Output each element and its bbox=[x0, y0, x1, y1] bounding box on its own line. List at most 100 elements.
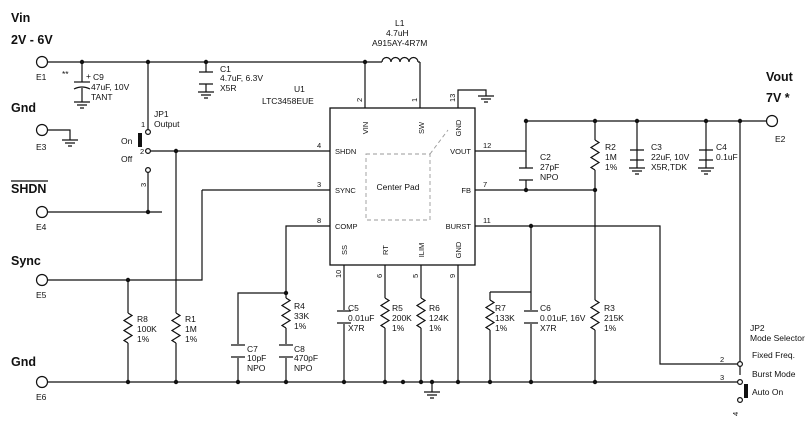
jp1-pin2: 2 bbox=[140, 147, 144, 156]
pin-sw-name: SW bbox=[417, 121, 426, 134]
pin-burst-num: 11 bbox=[483, 216, 491, 225]
pin-sync-num: 3 bbox=[317, 180, 321, 189]
pin-vin-name: VIN bbox=[361, 122, 370, 135]
c6-ref: C6 bbox=[540, 303, 551, 313]
pin-burst-name: BURST bbox=[446, 222, 472, 231]
ic-u1: Center Pad U1 LTC3458EUE VIN 2 SW 1 GND … bbox=[262, 84, 491, 278]
c8-line2: NPO bbox=[294, 363, 313, 373]
resistor-r2: R2 1M 1% bbox=[589, 139, 618, 172]
r8-line1: 100K bbox=[137, 324, 157, 334]
capacitor-c9: + ** C9 47uF, 10V TANT bbox=[62, 69, 130, 102]
c3-ref: C3 bbox=[651, 142, 662, 152]
terminal-e6[interactable]: Gnd E6 bbox=[11, 355, 49, 402]
r5-line2: 1% bbox=[392, 323, 405, 333]
c1-line1: 4.7uF, 6.3V bbox=[220, 73, 263, 83]
r1-ref: R1 bbox=[185, 314, 196, 324]
jp1-title: Output bbox=[154, 119, 180, 129]
sync-label: Sync bbox=[11, 254, 41, 268]
r3-line1: 215K bbox=[604, 313, 624, 323]
resistor-r5: R5 200K 1% bbox=[379, 297, 412, 333]
c8-line1: 470pF bbox=[294, 353, 318, 363]
e5-ref: E5 bbox=[36, 290, 47, 300]
terminal-e4[interactable]: SHDN E4 bbox=[11, 180, 49, 232]
ground-icon-c9 bbox=[74, 101, 90, 109]
r5-line1: 200K bbox=[392, 313, 412, 323]
resistor-r1: R1 1M 1% bbox=[170, 312, 198, 344]
wires bbox=[48, 61, 766, 392]
terminal-e2[interactable]: Vout 7V * E2 bbox=[765, 70, 794, 144]
c5-line2: X7R bbox=[348, 323, 365, 333]
jumper-jp1[interactable]: JP1 Output On Off 1 2 3 bbox=[121, 109, 180, 187]
jp1-on: On bbox=[121, 136, 133, 146]
jp1-pin3: 3 bbox=[139, 183, 148, 187]
c9-mark: ** bbox=[62, 69, 69, 79]
terminal-e1[interactable]: Vin 2V - 6V E1 bbox=[11, 11, 53, 82]
r2-ref: R2 bbox=[605, 142, 616, 152]
terminal-e3[interactable]: Gnd E3 bbox=[11, 101, 49, 152]
pin-ilim-num: 5 bbox=[411, 274, 420, 278]
pin-sw-num: 1 bbox=[410, 98, 419, 102]
pin-comp-name: COMP bbox=[335, 222, 358, 231]
jp2-opt1: Fixed Freq. bbox=[752, 350, 795, 360]
gnd-top-label: Gnd bbox=[11, 101, 36, 115]
jp2-pin2: 2 bbox=[720, 355, 724, 364]
c1-line2: X5R bbox=[220, 83, 237, 93]
capacitor-c2: C2 27pF NPO bbox=[519, 152, 559, 182]
center-pad bbox=[365, 153, 431, 221]
jp2-pin4: 4 bbox=[731, 412, 740, 416]
c3-line2: X5R,TDK bbox=[651, 162, 687, 172]
jp2-title: Mode Selector bbox=[750, 333, 805, 343]
c6-line1: 0.01uF, 16V bbox=[540, 313, 586, 323]
r6-line1: 124K bbox=[429, 313, 449, 323]
l1-value: 4.7uH bbox=[386, 28, 409, 38]
r8-line2: 1% bbox=[137, 334, 150, 344]
vout-value: 7V * bbox=[766, 91, 790, 105]
e6-ref: E6 bbox=[36, 392, 47, 402]
c7-line1: 10pF bbox=[247, 353, 266, 363]
r6-ref: R6 bbox=[429, 303, 440, 313]
c9-ref: C9 bbox=[93, 72, 104, 82]
pin-vout-num: 12 bbox=[483, 141, 491, 150]
c7-ref: C7 bbox=[247, 344, 258, 354]
r3-ref: R3 bbox=[604, 303, 615, 313]
pin-shdn-name: SHDN bbox=[335, 147, 356, 156]
pin-ss-name: SS bbox=[340, 245, 349, 255]
jp2-ref: JP2 bbox=[750, 323, 765, 333]
c2-line1: 27pF bbox=[540, 162, 559, 172]
c1-ref: C1 bbox=[220, 64, 231, 74]
pin-shdn-num: 4 bbox=[317, 141, 321, 150]
resistor-r8: R8 100K 1% bbox=[122, 312, 157, 344]
c4-line1: 0.1uF bbox=[716, 152, 738, 162]
capacitor-c1: C1 4.7uF, 6.3V X5R bbox=[199, 64, 263, 93]
pin-comp-num: 8 bbox=[317, 216, 321, 225]
c9-line2: TANT bbox=[91, 92, 113, 102]
c2-line2: NPO bbox=[540, 172, 559, 182]
c5-ref: C5 bbox=[348, 303, 359, 313]
capacitor-c5: C5 0.01uF X7R bbox=[337, 303, 374, 333]
r4-line2: 1% bbox=[294, 321, 307, 331]
resistor-r6: R6 124K 1% bbox=[415, 297, 449, 333]
jp2-opt2: Burst Mode bbox=[752, 369, 796, 379]
capacitor-c3: C3 22uF, 10V X5R,TDK bbox=[630, 142, 690, 172]
r1-line2: 1% bbox=[185, 334, 198, 344]
r4-line1: 33K bbox=[294, 311, 309, 321]
c9-line1: 47uF, 10V bbox=[91, 82, 130, 92]
jumper-jp2[interactable]: JP2 Mode Selector Fixed Freq. Burst Mode… bbox=[720, 323, 805, 416]
r8-ref: R8 bbox=[137, 314, 148, 324]
e3-ref: E3 bbox=[36, 142, 47, 152]
pin-vout-name: VOUT bbox=[450, 147, 471, 156]
capacitor-c7: C7 10pF NPO bbox=[231, 344, 266, 373]
pin-sync-name: SYNC bbox=[335, 186, 356, 195]
ic-ref: U1 bbox=[294, 84, 305, 94]
pin-gnd-bot-name: GND bbox=[454, 241, 463, 258]
resistor-r3: R3 215K 1% bbox=[589, 299, 624, 333]
ground-icon-main bbox=[424, 391, 440, 399]
e2-ref: E2 bbox=[775, 134, 786, 144]
c4-ref: C4 bbox=[716, 142, 727, 152]
r5-ref: R5 bbox=[392, 303, 403, 313]
r3-line2: 1% bbox=[604, 323, 617, 333]
center-pad-label: Center Pad bbox=[377, 182, 420, 192]
terminal-e5[interactable]: Sync E5 bbox=[11, 254, 49, 300]
ground-icon-c3 bbox=[629, 167, 645, 175]
